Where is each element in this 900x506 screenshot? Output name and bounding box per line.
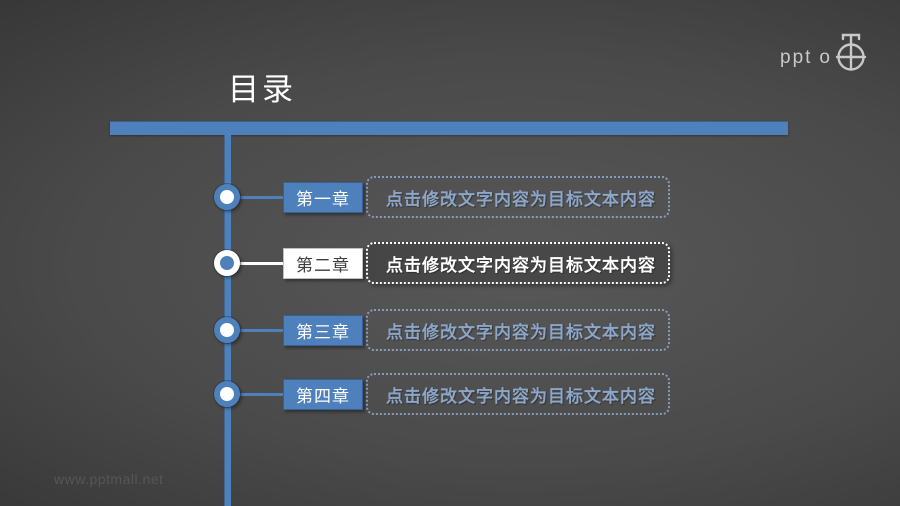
chapter-placeholder-text[interactable]: 点击修改文字内容为目标文本内容 [366,176,670,218]
pptmall-logo: ppt o [780,30,868,74]
node-connector-line [239,392,283,396]
logo-text: ppt [780,46,813,68]
title-underline-bar [110,121,788,135]
chapter-row: 第四章 点击修改文字内容为目标文本内容 [214,372,670,416]
watermark-url: www.pptmall.net [54,471,164,487]
chapter-label-box[interactable]: 第四章 [283,378,363,410]
timeline-node [214,381,240,407]
page-title[interactable]: 目录 [228,72,296,107]
timeline-node [214,184,240,210]
chapter-placeholder-text[interactable]: 点击修改文字内容为目标文本内容 [366,309,670,351]
chapter-placeholder-text[interactable]: 点击修改文字内容为目标文本内容 [366,373,670,415]
chapter-label-box[interactable]: 第一章 [283,181,363,213]
timeline-node [214,317,240,343]
timeline-node [214,250,240,276]
chapter-row: 第一章 点击修改文字内容为目标文本内容 [214,175,670,219]
node-connector-line [239,195,283,199]
node-connector-line [239,261,283,265]
crosshair-bomb-icon [834,30,868,74]
chapter-label-box[interactable]: 第三章 [283,314,363,346]
chapter-label-box[interactable]: 第二章 [283,247,363,279]
chapter-row: 第二章 点击修改文字内容为目标文本内容 [214,241,670,285]
node-connector-line [239,328,283,332]
chapter-placeholder-text[interactable]: 点击修改文字内容为目标文本内容 [366,242,670,284]
logo-o-letter: o [819,46,830,68]
chapter-row: 第三章 点击修改文字内容为目标文本内容 [214,308,670,352]
